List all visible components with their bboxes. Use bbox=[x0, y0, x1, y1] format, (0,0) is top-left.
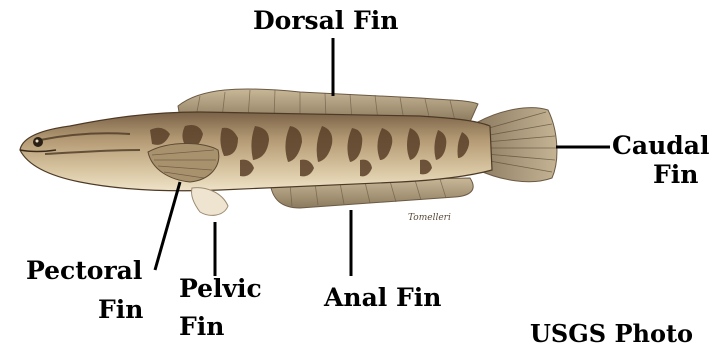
caudal-fin-label-line2: Fin bbox=[653, 162, 698, 187]
pectoral-fin-label-line2: Fin bbox=[98, 297, 143, 322]
pelvic-fin-shape bbox=[191, 188, 228, 216]
anal-fin-label: Anal Fin bbox=[324, 285, 441, 310]
caudal-fin-label-line1: Caudal bbox=[612, 133, 709, 158]
dorsal-fin-label: Dorsal Fin bbox=[253, 8, 398, 33]
artist-signature: Tomelleri bbox=[408, 213, 451, 223]
pectoral-leader-line bbox=[155, 182, 180, 270]
pectoral-fin-label-line1: Pectoral bbox=[26, 258, 142, 283]
pelvic-fin-label-line2: Fin bbox=[179, 314, 224, 339]
pelvic-fin-label-line1: Pelvic bbox=[179, 276, 262, 301]
photo-credit: USGS Photo bbox=[530, 322, 693, 346]
